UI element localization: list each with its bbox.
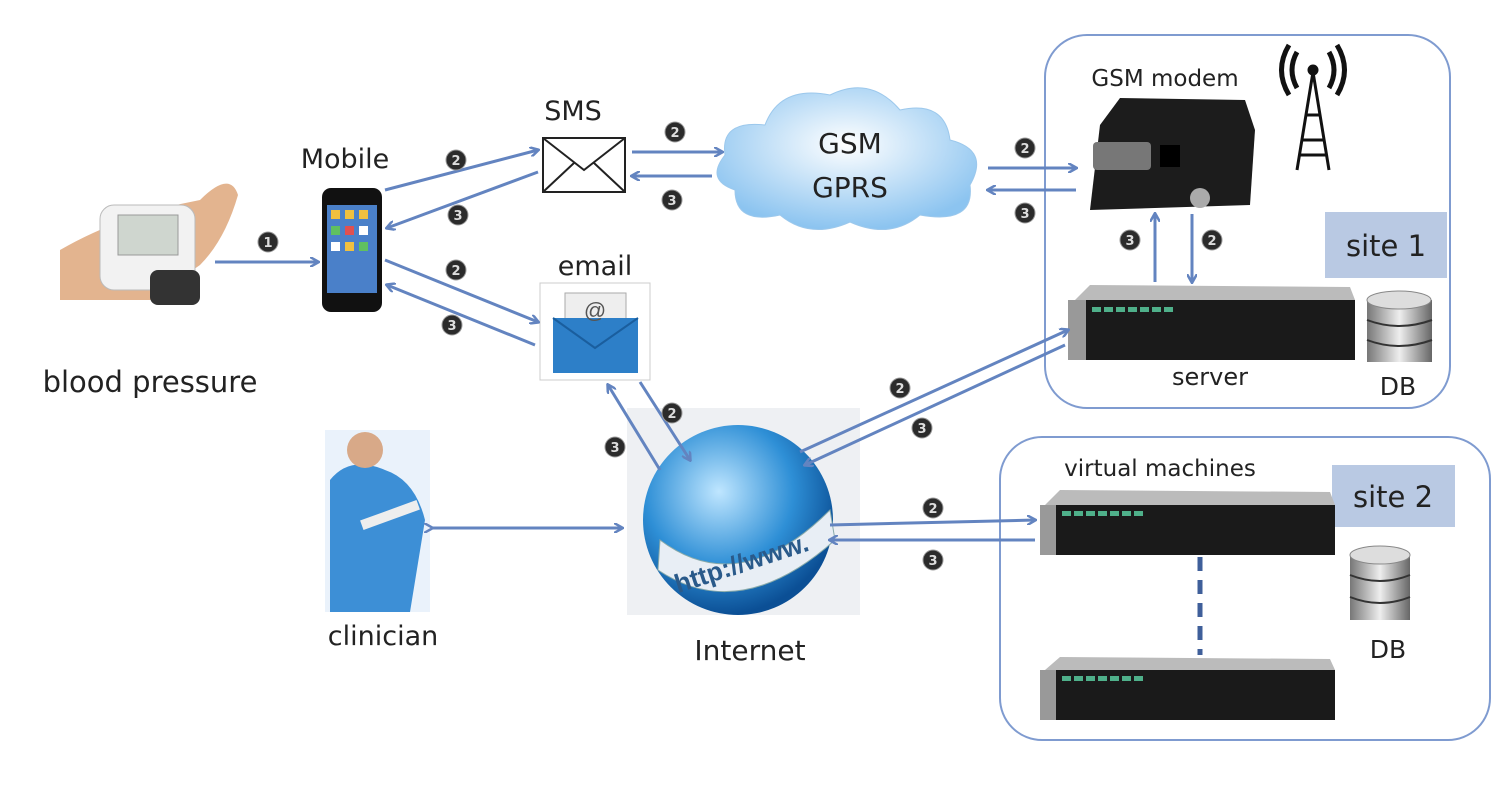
virtual-machines-label: virtual machines xyxy=(1064,456,1256,482)
step-badge-number: 2 xyxy=(895,382,904,397)
step-badge: 2 xyxy=(1201,229,1223,251)
step-badge: 2 xyxy=(445,259,467,281)
server-label: server xyxy=(1172,363,1248,391)
step-badge: 3 xyxy=(1119,229,1141,251)
arrow-mobile-to-email xyxy=(384,258,538,322)
site1-label-box xyxy=(1325,212,1447,278)
cloud-label-gprs: GPRS xyxy=(812,171,888,204)
email-icon: @ xyxy=(539,282,651,381)
step-badge: 3 xyxy=(661,189,683,211)
step-badge: 3 xyxy=(604,436,626,458)
email-label: email xyxy=(558,251,632,282)
step-badge: 1 xyxy=(257,231,279,253)
step-badge-number: 3 xyxy=(447,319,456,334)
step-badge-number: 2 xyxy=(1020,142,1029,157)
virtual-machine-server-2 xyxy=(1040,657,1335,720)
step-badge-number: 3 xyxy=(1125,234,1134,249)
step-badge-number: 2 xyxy=(1207,234,1216,249)
arrow-internet-to-server xyxy=(799,330,1068,454)
site2-container xyxy=(999,436,1491,741)
step-badge: 3 xyxy=(922,549,944,571)
step-badge: 2 xyxy=(445,149,467,171)
db2-label: DB xyxy=(1370,635,1406,664)
step-badge-number: 3 xyxy=(667,194,676,209)
step-badge-number: 3 xyxy=(1020,207,1029,222)
mobile-phone-icon xyxy=(322,188,382,312)
arrow-email-to-internet xyxy=(638,381,690,460)
blood-pressure-label: blood pressure xyxy=(43,365,258,399)
step-badge: 2 xyxy=(1014,137,1036,159)
cloud-label-gsm: GSM xyxy=(818,127,882,160)
step-badge-number: 2 xyxy=(451,154,460,169)
server-icon xyxy=(1068,285,1355,360)
internet-label: Internet xyxy=(694,634,805,667)
arrow-email-to-mobile xyxy=(387,285,536,347)
gsm-modem-device xyxy=(1090,98,1255,210)
step-badge: 2 xyxy=(661,402,683,424)
step-badge-number: 1 xyxy=(263,236,272,251)
arrow-server-to-internet xyxy=(805,343,1066,465)
step-badge-number: 2 xyxy=(667,407,676,422)
sms-label: SMS xyxy=(544,96,602,127)
arrows xyxy=(215,150,1192,540)
arrow-internet-to-vm xyxy=(829,520,1035,527)
clinician-image xyxy=(325,430,430,612)
step-badge: 3 xyxy=(441,314,463,336)
step-badge-number: 2 xyxy=(451,264,460,279)
step-badge-number: 3 xyxy=(453,209,462,224)
step-badge-number: 3 xyxy=(610,441,619,456)
antenna-tower-icon xyxy=(1279,43,1347,171)
site2-label: site 2 xyxy=(1353,480,1433,514)
step-badge-number: 3 xyxy=(928,554,937,569)
site1-label: site 1 xyxy=(1346,229,1426,263)
step-badges: 1 2 3 2 3 2 3 3 2 2 3 2 3 2 3 2 3 xyxy=(257,121,1223,571)
arrow-internet-to-email xyxy=(608,385,662,471)
step-badge: 3 xyxy=(911,417,933,439)
mobile-label: Mobile xyxy=(301,144,390,175)
clinician-label: clinician xyxy=(328,621,438,652)
blood-pressure-monitor-image xyxy=(60,183,238,305)
step-badge-number: 3 xyxy=(917,422,926,437)
db1-label: DB xyxy=(1380,372,1416,401)
database-icon xyxy=(1366,290,1433,362)
envelope-icon xyxy=(542,137,626,193)
step-badge-number: 2 xyxy=(670,126,679,141)
step-badge: 2 xyxy=(889,377,911,399)
arrow-sms-to-mobile xyxy=(387,170,539,228)
step-badge-number: 2 xyxy=(928,502,937,517)
step-badge: 2 xyxy=(922,497,944,519)
arrow-mobile-to-sms xyxy=(384,150,538,192)
step-badge: 2 xyxy=(664,121,686,143)
site2-label-box xyxy=(1332,465,1455,527)
step-badge: 3 xyxy=(447,204,469,226)
virtual-machine-server-1 xyxy=(1040,490,1335,555)
step-badge: 3 xyxy=(1014,202,1036,224)
database-icon-site2 xyxy=(1349,545,1411,620)
gsm-modem-label: GSM modem xyxy=(1091,66,1238,92)
cloud-icon xyxy=(716,87,978,231)
svg-text:@: @ xyxy=(584,298,606,323)
site1-container xyxy=(1044,34,1451,409)
